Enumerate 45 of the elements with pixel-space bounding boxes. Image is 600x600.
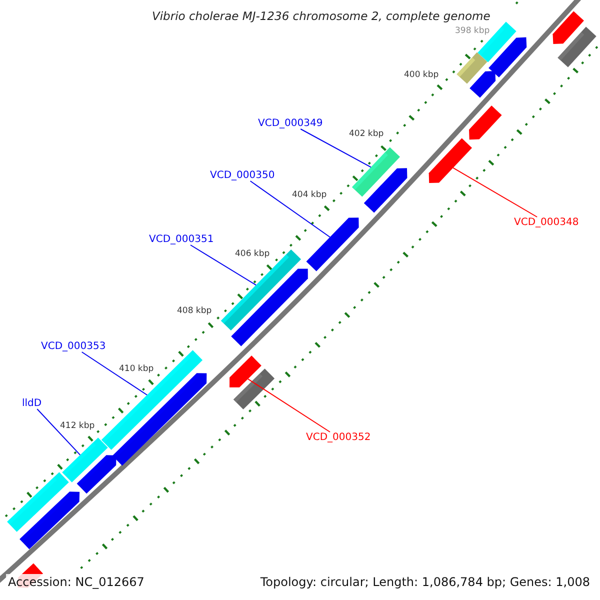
gene-name: VCD_000353 (41, 341, 106, 352)
gene-name: lldD (22, 398, 42, 409)
leader-line (300, 128, 372, 168)
gene-feature (306, 218, 359, 272)
gene-bar (233, 368, 275, 410)
gene-feature (488, 37, 527, 78)
gene-feature (364, 168, 408, 213)
gene-bar (101, 350, 203, 450)
gene-bar (558, 26, 596, 68)
tick-label: 408 kbp (177, 306, 212, 316)
gene-feature (112, 373, 207, 466)
tick-label: 404 kbp (292, 190, 327, 200)
tick-label: 410 kbp (119, 364, 154, 374)
gene-feature (76, 455, 116, 494)
gene-name: VCD_000351 (149, 234, 214, 245)
tick-label: 402 kbp (349, 129, 384, 139)
gene-name: VCD_000350 (210, 170, 275, 181)
gene-bar (7, 472, 69, 532)
gene-feature (470, 70, 496, 98)
leader-line (250, 180, 330, 238)
tick-label: 412 kbp (60, 421, 95, 431)
gene-feature (231, 268, 308, 346)
leader-line (452, 167, 538, 218)
footer-note: Accession: NC_012667 (6, 574, 146, 590)
leader-line (247, 378, 330, 432)
gene-bar (220, 249, 302, 331)
title: Vibrio cholerae MJ-1236 chromosome 2, complete genome (150, 9, 492, 23)
gene-feature (20, 492, 80, 550)
footer-note: Topology: circular; Length: 1,086,784 bp; Genes: 1,008 (258, 574, 592, 590)
leader-line (81, 352, 148, 396)
gene-bar (456, 52, 488, 84)
tick-label: 400 kbp (404, 70, 439, 80)
gene-name: VCD_000348 (514, 217, 579, 228)
gene-bar (62, 438, 108, 482)
gene-name: VCD_000349 (258, 118, 323, 129)
gene-bar (352, 147, 400, 197)
tick-label: 406 kbp (235, 249, 270, 259)
tick-label: 398 kbp (455, 26, 490, 36)
gene-feature (552, 11, 584, 44)
leader-line (36, 408, 81, 456)
gene-feature (230, 356, 262, 388)
gene-feature (469, 106, 502, 140)
leader-line (190, 244, 256, 286)
gene-feature (428, 138, 472, 183)
gene-name: VCD_000352 (306, 432, 371, 443)
